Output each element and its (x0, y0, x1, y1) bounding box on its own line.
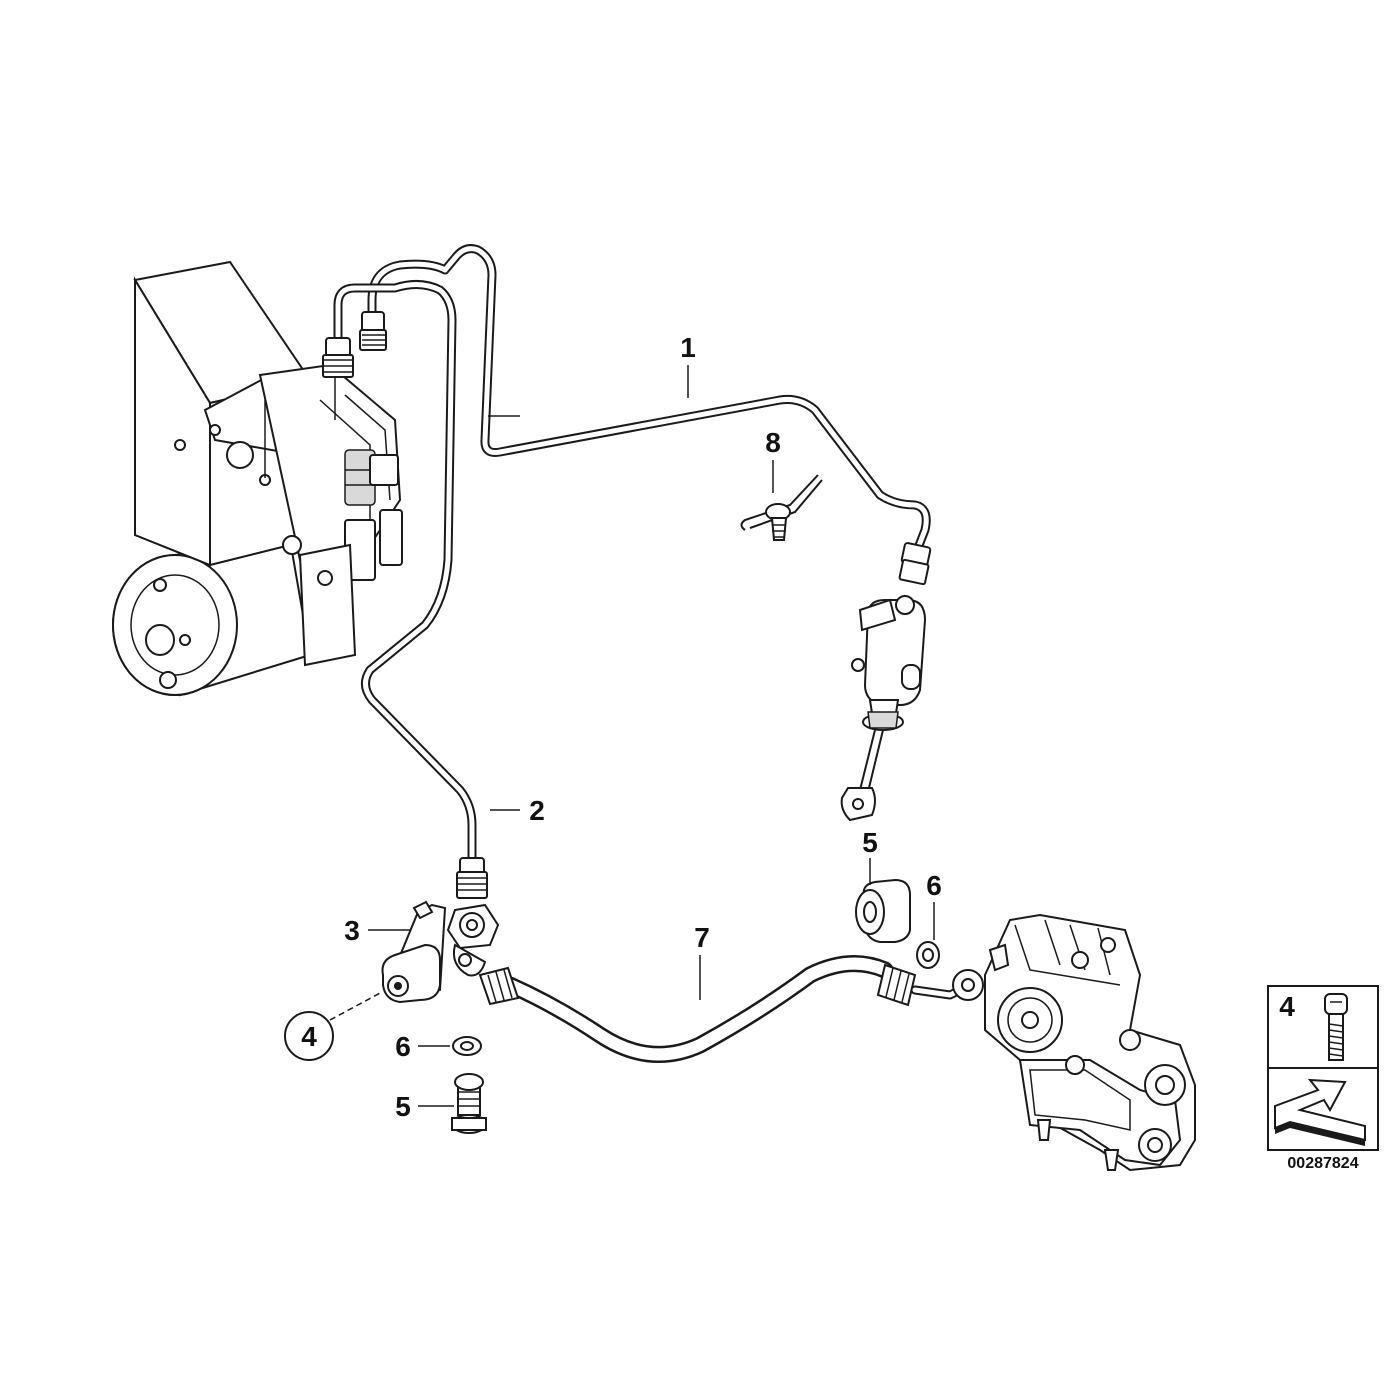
callout-1: 1 (680, 332, 696, 363)
legend-callout-4: 4 (1279, 991, 1295, 1022)
legend-box: 4 (1267, 985, 1379, 1151)
brake-pipe-2 (322, 280, 488, 899)
sealing-washer-6-lower (452, 1036, 482, 1056)
callout-5-upper: 5 (862, 827, 878, 858)
callout-6-upper: 6 (926, 870, 942, 901)
cap-screw-icon (1324, 993, 1348, 1061)
abs-pressure-modulator (112, 260, 403, 697)
callout-4-circled: 4 (284, 1011, 334, 1061)
rear-brake-caliper (984, 913, 1196, 1172)
callout-5-lower: 5 (395, 1091, 411, 1122)
callout-2: 2 (529, 795, 545, 826)
banjo-bolt-5-lower (451, 1073, 487, 1134)
callout-8: 8 (765, 427, 781, 458)
pipe-clip-8 (740, 474, 823, 541)
callout-6-lower: 6 (395, 1031, 411, 1062)
callout-3: 3 (344, 915, 360, 946)
callout-leaders (329, 365, 935, 1107)
direction-arrow-icon (1274, 1078, 1366, 1146)
sealing-washer-6-upper (916, 941, 940, 969)
brake-hose-7 (478, 955, 984, 1063)
banjo-bolt-5-upper (855, 878, 911, 943)
diagram-part-number: 00287824 (1287, 1155, 1358, 1172)
callout-4: 4 (301, 1021, 317, 1052)
hose-bracket-3 (381, 900, 500, 1004)
brake-pipe-1 (359, 244, 932, 586)
rear-brake-master-cylinder (840, 595, 927, 822)
callout-7: 7 (694, 922, 710, 953)
